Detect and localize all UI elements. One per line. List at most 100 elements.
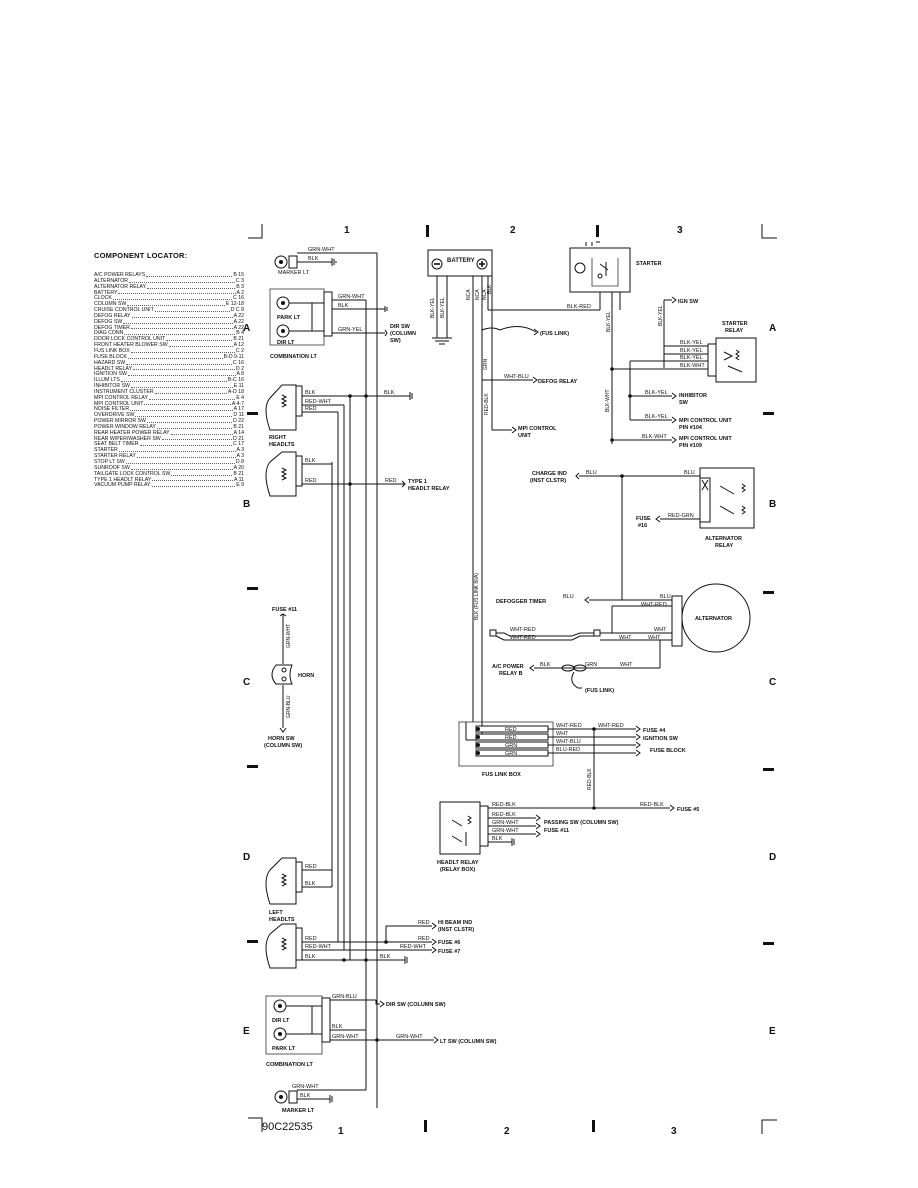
wire-label: GRN [585, 662, 597, 668]
dir-sw-label-2: (COLUMN [390, 331, 416, 337]
locator-leader-dots [126, 361, 233, 365]
locator-leader-dots [130, 466, 233, 470]
inhibitor-sw-label: INHIBITOR [679, 393, 707, 399]
combination-lt-bottom: GRN-BLU BLK GRN-WHT GRN-WHT DIR SW (COLU… [265, 994, 497, 1068]
locator-leader-dots [129, 279, 235, 283]
dir-sw-label-3: SW) [390, 338, 401, 344]
locator-grid-ref: A 2 [236, 289, 245, 296]
locator-grid-ref: A 20 [233, 464, 244, 471]
right-headlts-label-2: HEADLTS [269, 442, 295, 448]
wire-label: WHT-BLU [556, 739, 581, 745]
fuse6-label: FUSE #6 [438, 940, 460, 946]
locator-leader-dots [112, 296, 233, 301]
locator-leader-dots [127, 355, 223, 359]
wire-label: BLK [305, 881, 316, 887]
wire-label: BLK-YEL [430, 297, 436, 318]
dir-lt-bottom-label: DIR LT [272, 1018, 290, 1024]
locator-grid-ref: A 4-7 [231, 400, 244, 407]
wire-label: BLK [338, 303, 349, 309]
locator-grid-ref: C 17 [233, 441, 244, 448]
locator-leader-dots [118, 448, 236, 453]
wire-label: GRN [505, 743, 517, 749]
locator-leader-dots [120, 378, 227, 383]
wire-label: NCA [482, 289, 488, 300]
grid-row-label: B [769, 499, 776, 510]
locator-leader-dots [146, 419, 233, 423]
mpi-pin109-label: MPI CONTROL UNIT [679, 436, 732, 442]
ignition-sw-label: IGNITION SW [643, 736, 679, 742]
wire-label: BLK-YEL [680, 355, 703, 361]
locator-leader-dots [125, 460, 235, 464]
horn-circuit: FUSE #11 GRN-WHT HORN GRN-BLU HORN SW (C… [264, 607, 314, 749]
locator-leader-dots [139, 442, 233, 447]
locator-component-name: DEFOG RELAY [94, 312, 131, 319]
locator-leader-dots [171, 472, 233, 476]
right-headlts-label: RIGHT [269, 435, 287, 441]
locator-leader-dots [166, 337, 233, 342]
wire-label: BLK-YEL [645, 414, 668, 420]
locator-component-name: TYPE 1 HEADLT RELAY [94, 476, 152, 483]
locator-grid-ref: D 2 [235, 365, 244, 372]
grid-row-label: D [243, 852, 250, 863]
locator-component-name: STARTER [94, 447, 118, 454]
wire-label: BLK-WHT [642, 434, 667, 440]
locator-grid-ref: B 21 [233, 336, 244, 343]
locator-grid-ref: C 2 [235, 347, 244, 354]
locator-leader-dots [131, 314, 233, 318]
type1-relay-label-2: HEADLT RELAY [408, 486, 450, 492]
locator-row: BATTERY A 2 [94, 289, 245, 297]
left-headlts-label: LEFT [269, 910, 283, 916]
marker-lt-label: MARKER LT [278, 270, 310, 276]
grid-row-label: D [769, 852, 776, 863]
horn-sw-label-2: (COLUMN SW) [264, 743, 302, 749]
marker-lt-bottom-label: MARKER LT [282, 1108, 315, 1114]
defog-relay-label: DEFOG RELAY [538, 379, 578, 385]
locator-grid-ref: C 16 [233, 359, 244, 366]
dir-sw-label: DIR SW [390, 324, 411, 330]
ac-power-relay-label-2: RELAY B [499, 671, 523, 677]
locator-leader-dots [130, 326, 233, 330]
mpi-pin104-label-2: PIN #104 [679, 425, 703, 431]
wire-label: WHT-RED [556, 723, 582, 729]
wire-label: WHT [619, 635, 632, 641]
locator-grid-ref: D C 8 [230, 307, 244, 314]
wire-label: RED-WHT [400, 944, 427, 950]
grid-column-label: 2 [510, 225, 516, 236]
inhibitor-sw-label-2: SW [679, 400, 689, 406]
wire-label: RED [385, 478, 397, 484]
headlt-relay-label: HEADLT RELAY [437, 860, 479, 866]
fus-link-box-label: FUS LINK BOX [482, 772, 521, 778]
locator-component-name: REAR HEATER POWER RELAY [94, 429, 170, 436]
mpi-pin104-label: MPI CONTROL UNIT [679, 418, 732, 424]
locator-leader-dots [118, 291, 236, 295]
wire-label: WHT-RED [641, 602, 667, 608]
wire-label: WHT [648, 635, 661, 641]
fuse5-label: FUSE #5 [677, 807, 699, 813]
alternator-label: ALTERNATOR [695, 616, 732, 622]
alternator: ALTERNATOR BLU BLU DEFOGGER TIMER WHT-RE… [489, 476, 751, 694]
wire-label: RED [305, 478, 317, 484]
grid-row-label: E [769, 1026, 776, 1037]
wire-label: WHT-BLU [504, 374, 529, 380]
wire-label: BLK [305, 954, 316, 960]
locator-grid-ref: B 4 [236, 330, 244, 337]
locator-component-name: BATTERY [94, 289, 118, 296]
frame-markers [247, 224, 777, 1134]
ign-sw-label: IGN SW [678, 299, 699, 305]
starter-label: STARTER [636, 261, 662, 267]
